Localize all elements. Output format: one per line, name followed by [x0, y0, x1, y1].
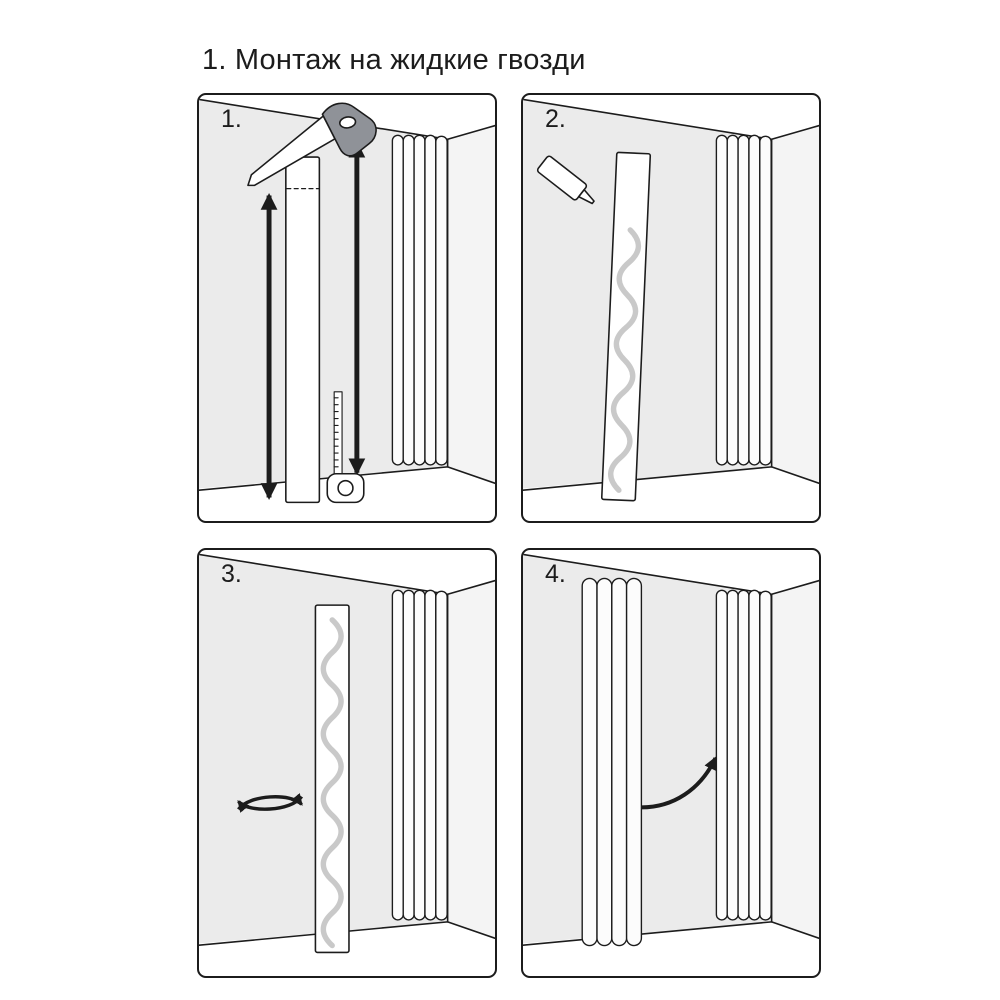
adhesive-bead-wave	[320, 617, 344, 949]
step-panel-4: 4.	[521, 548, 821, 978]
molding-panel	[600, 151, 652, 502]
rotation-arrows-icon	[237, 793, 304, 813]
mount-direction-arrow	[641, 756, 718, 810]
molding-panel	[285, 156, 321, 504]
page-title: 1. Монтаж на жидкие гвозди	[202, 44, 586, 76]
step-number-1: 1.	[221, 105, 242, 133]
step-1-illustration	[199, 95, 495, 504]
step-panel-3: 3.	[197, 548, 497, 978]
step-number-3: 3.	[221, 560, 242, 588]
installed-molding-panels	[581, 577, 643, 947]
step-panel-2: 2.	[521, 93, 821, 523]
step-4-illustration	[523, 553, 819, 947]
adhesive-bead-wave	[608, 227, 642, 493]
molding-panel	[314, 604, 350, 954]
step-2-illustration	[523, 98, 819, 502]
room-corner-with-wall-panels	[199, 98, 495, 492]
room-corner-with-wall-panels	[523, 553, 819, 947]
room-corner-with-wall-panels	[523, 98, 819, 492]
step-number-2: 2.	[545, 105, 566, 133]
step-3-illustration	[199, 553, 495, 954]
tape-measure-icon	[326, 391, 365, 504]
step-number-4: 4.	[545, 560, 566, 588]
step-panel-1: 1.	[197, 93, 497, 523]
